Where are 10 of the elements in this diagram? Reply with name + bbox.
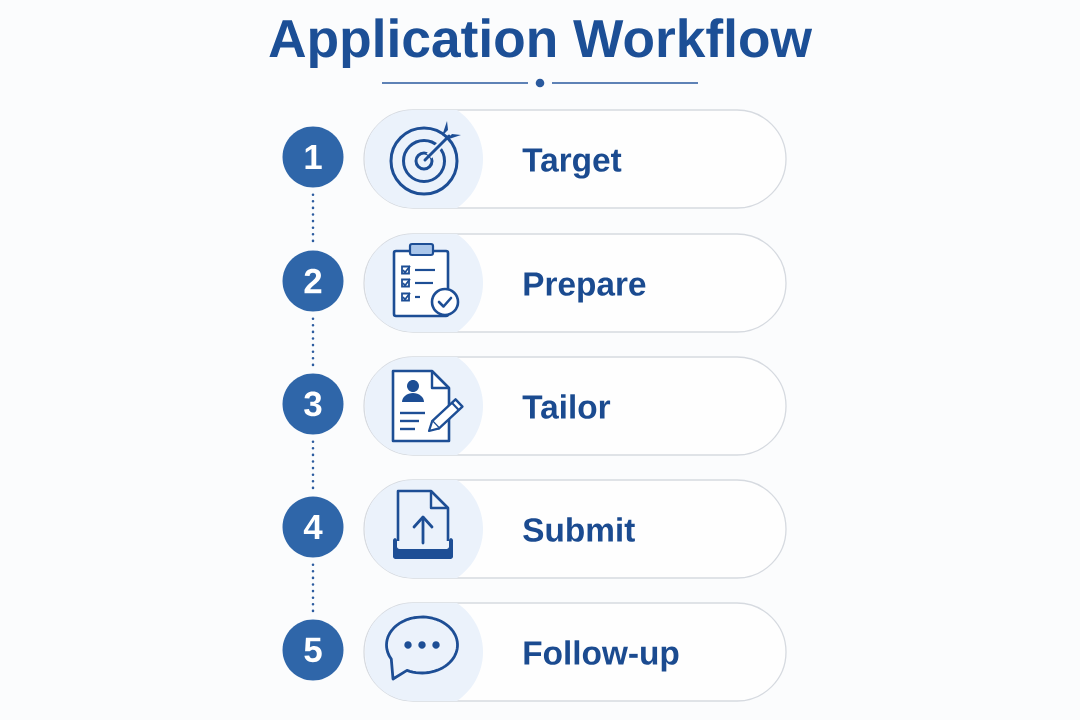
step-number: 3 [282, 373, 344, 435]
step-number: 5 [282, 619, 344, 681]
dotted-connector [311, 563, 315, 614]
step-number: 2 [282, 250, 344, 312]
dotted-connector [311, 440, 315, 491]
title: Application Workflow [269, 18, 813, 69]
step-number: 4 [282, 496, 344, 558]
step-number: 1 [282, 126, 344, 188]
dotted-connector [311, 193, 315, 245]
dotted-connector [311, 317, 315, 368]
